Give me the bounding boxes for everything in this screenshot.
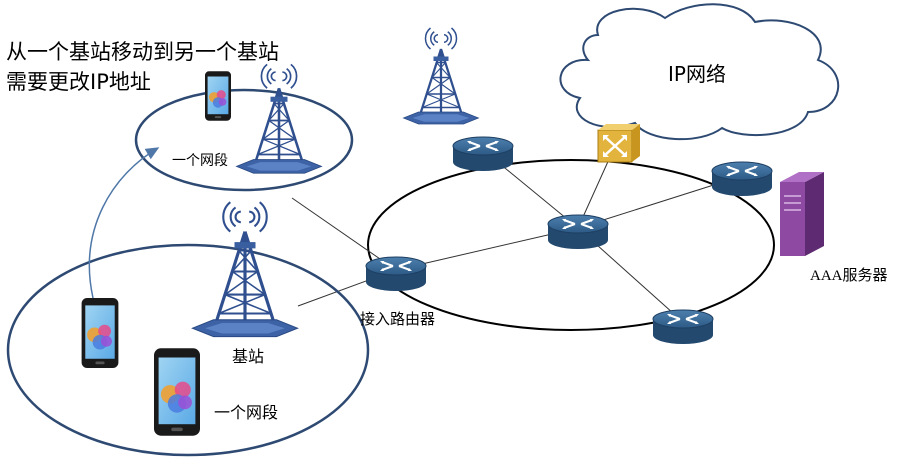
router-bottom <box>652 309 714 345</box>
backbone-ring <box>367 159 775 331</box>
phone-top <box>205 71 231 121</box>
ellipse-segment-bottom <box>6 243 370 457</box>
aaa-server-label: AAA服务器 <box>810 268 888 284</box>
phone-bottom <box>154 348 200 436</box>
base-station-label: 基站 <box>232 347 265 366</box>
access-router-label: 接入路由器 <box>360 310 436 328</box>
segment-label-top: 一个网段 <box>172 153 228 169</box>
phone-moving <box>81 298 119 368</box>
base-station-tower-right <box>402 26 480 126</box>
aaa-server-icon <box>780 172 824 256</box>
handover-arrow <box>88 147 160 299</box>
ellipse-segment-top <box>134 88 354 192</box>
router-right <box>711 161 773 197</box>
access-router <box>365 256 427 292</box>
router-core <box>547 214 609 250</box>
cloud-label: IP网络 <box>668 62 726 86</box>
ip-network-cloud <box>559 3 840 141</box>
switch-icon <box>597 124 640 163</box>
router-top <box>452 136 514 172</box>
base-station-tower-bottom <box>190 200 300 339</box>
annotation-line-2: 需要更改IP地址 <box>6 70 151 94</box>
base-station-tower-top <box>235 63 323 175</box>
annotation-line-1: 从一个基站移动到另一个基站 <box>6 40 279 64</box>
segment-label-bottom: 一个网段 <box>214 403 279 422</box>
